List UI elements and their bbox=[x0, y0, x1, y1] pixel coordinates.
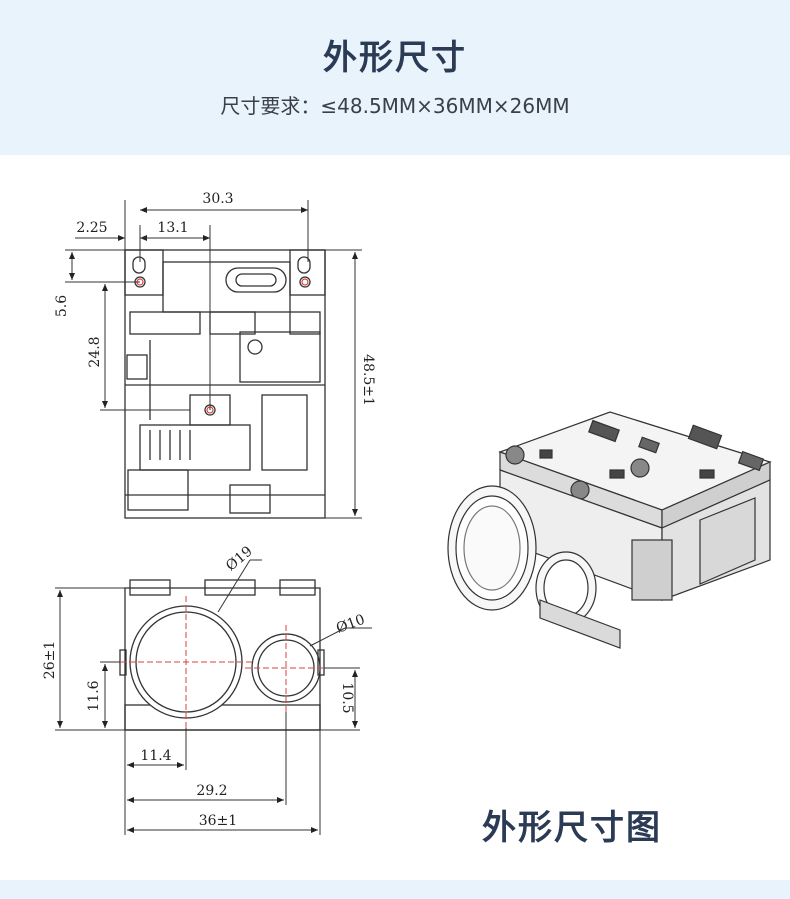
dim-inner-width-label: 13.1 bbox=[157, 220, 188, 236]
dim-front-height-label: 26±1 bbox=[42, 641, 58, 679]
dim-lens-span-label: 29.2 bbox=[196, 783, 227, 799]
dim-width-label: 30.3 bbox=[202, 191, 233, 207]
header-banner bbox=[0, 0, 790, 155]
dim-height-label: 48.5±1 bbox=[360, 354, 376, 406]
top-view-dimensions bbox=[65, 200, 362, 519]
product-3d-view bbox=[447, 411, 772, 649]
dim-offset-label: 2.25 bbox=[76, 220, 107, 236]
size-requirement: 尺寸要求：≤48.5MM×36MM×26MM bbox=[220, 94, 570, 118]
dim-small-center-label: 10.5 bbox=[339, 682, 355, 713]
diagram-caption: 外形尺寸图 bbox=[482, 808, 662, 848]
page-title: 外形尺寸 bbox=[323, 38, 467, 78]
front-view-dimensions bbox=[55, 559, 372, 835]
dim-small-lens-label: Ø10 bbox=[334, 612, 367, 637]
footer-band bbox=[0, 880, 790, 899]
front-view bbox=[119, 579, 325, 731]
lens-centerlines bbox=[120, 596, 328, 728]
dim-mid-height-label: 24.8 bbox=[87, 336, 103, 367]
dim-small-height-label: 5.6 bbox=[54, 295, 70, 317]
dim-big-lens-label: Ø19 bbox=[223, 543, 256, 574]
top-view bbox=[124, 249, 326, 519]
dim-big-center-label: 11.6 bbox=[86, 680, 102, 711]
dim-front-width-label: 36±1 bbox=[199, 813, 237, 829]
dim-big-offset-label: 11.4 bbox=[140, 748, 171, 764]
